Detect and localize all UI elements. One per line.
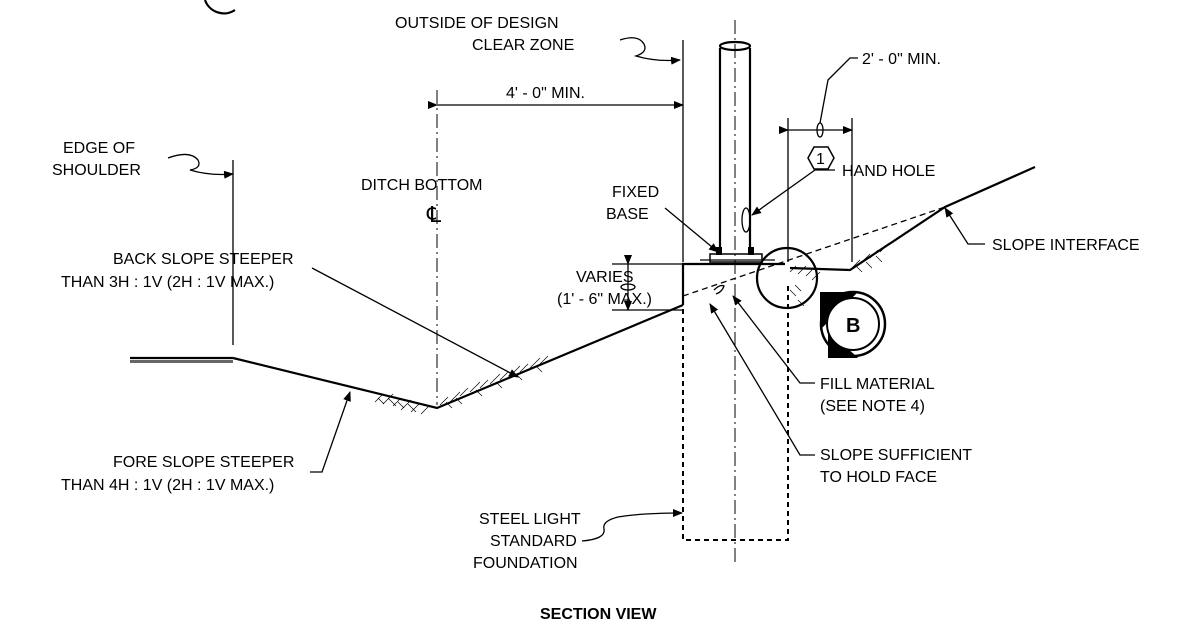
outside-clear-zone-label: OUTSIDE OF DESIGN CLEAR ZONE [395, 15, 681, 65]
svg-text:BACK SLOPE STEEPER: BACK SLOPE STEEPER [113, 251, 294, 268]
svg-text:STEEL LIGHT: STEEL LIGHT [479, 511, 581, 528]
svg-text:℄: ℄ [426, 202, 442, 227]
svg-text:1: 1 [816, 151, 825, 168]
svg-text:CLEAR ZONE: CLEAR ZONE [472, 37, 574, 54]
svg-text:VARIES: VARIES [576, 269, 634, 286]
foundation [682, 264, 789, 541]
fill-material-label: FILL MATERIAL (SEE NOTE 4) [732, 295, 935, 415]
varies-dimension: VARIES (1' - 6" MAX.) [557, 255, 683, 311]
svg-text:(SEE NOTE 4): (SEE NOTE 4) [820, 398, 925, 415]
svg-text:B: B [846, 315, 860, 337]
ditch-bottom-label: DITCH BOTTOM ℄ [361, 177, 482, 227]
svg-text:BASE: BASE [606, 206, 649, 223]
svg-text:OUTSIDE OF DESIGN: OUTSIDE OF DESIGN [395, 15, 559, 32]
slope-interface-line [682, 206, 946, 297]
section-view-title: SECTION VIEW [540, 606, 657, 623]
svg-text:TO HOLD FACE: TO HOLD FACE [820, 469, 937, 486]
slope-interface-label: SLOPE INTERFACE [944, 207, 1140, 254]
svg-text:THAN 4H : 1V (2H : 1V MAX.): THAN 4H : 1V (2H : 1V MAX.) [61, 477, 274, 494]
top-partial-circle [203, 0, 236, 15]
edge-of-shoulder-label: EDGE OF SHOULDER [52, 140, 234, 179]
note-marker-hexagon: 1 [807, 146, 835, 170]
svg-text:SLOPE SUFFICIENT: SLOPE SUFFICIENT [820, 447, 972, 464]
svg-text:4' - 0" MIN.: 4' - 0" MIN. [506, 85, 585, 102]
fore-slope-label: FORE SLOPE STEEPER THAN 4H : 1V (2H : 1V… [61, 391, 351, 494]
slope-sufficient-label: SLOPE SUFFICIENT TO HOLD FACE [709, 303, 972, 486]
detail-circle [755, 246, 819, 310]
svg-text:THAN 3H : 1V (2H : 1V MAX.): THAN 3H : 1V (2H : 1V MAX.) [61, 274, 274, 291]
hand-hole-icon [741, 207, 751, 233]
svg-text:FIXED: FIXED [612, 184, 659, 201]
light-pole [700, 40, 775, 263]
svg-text:HAND HOLE: HAND HOLE [842, 163, 935, 180]
dimension-2ft: 2' - 0" MIN. [779, 51, 941, 138]
soil-hatching [374, 243, 889, 415]
svg-text:DITCH BOTTOM: DITCH BOTTOM [361, 177, 482, 194]
svg-text:STANDARD: STANDARD [490, 533, 577, 550]
back-slope-label: BACK SLOPE STEEPER THAN 3H : 1V (2H : 1V… [61, 251, 519, 378]
hand-hole-label: HAND HOLE [751, 163, 935, 216]
fixed-base-label: FIXED BASE [606, 184, 719, 253]
steel-light-foundation-label: STEEL LIGHT STANDARD FOUNDATION [473, 509, 683, 572]
svg-text:FOUNDATION: FOUNDATION [473, 555, 578, 572]
svg-text:SLOPE INTERFACE: SLOPE INTERFACE [992, 237, 1140, 254]
detail-callout-b: B [819, 290, 887, 358]
dimension-4ft: 4' - 0" MIN. [428, 85, 684, 109]
svg-text:SHOULDER: SHOULDER [52, 162, 141, 179]
svg-text:EDGE OF: EDGE OF [63, 140, 135, 157]
svg-text:(1' - 6" MAX.): (1' - 6" MAX.) [557, 291, 652, 308]
svg-text:FILL MATERIAL: FILL MATERIAL [820, 376, 935, 393]
svg-text:2' - 0" MIN.: 2' - 0" MIN. [862, 51, 941, 68]
svg-text:FORE SLOPE STEEPER: FORE SLOPE STEEPER [113, 454, 294, 471]
